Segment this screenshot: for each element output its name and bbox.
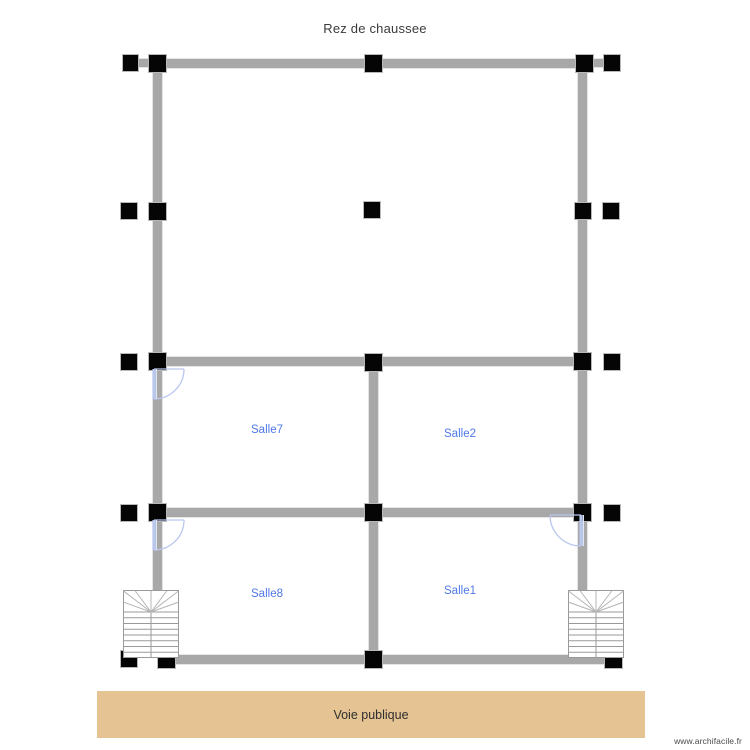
structural-column[interactable] xyxy=(148,352,167,371)
page-title: Rez de chaussee xyxy=(323,21,427,36)
wall-segment[interactable] xyxy=(166,655,606,664)
structural-column[interactable] xyxy=(573,352,592,371)
door-swing[interactable] xyxy=(547,512,585,549)
structural-column[interactable] xyxy=(148,54,167,73)
room-label[interactable]: Salle1 xyxy=(444,585,476,597)
structural-column[interactable] xyxy=(122,54,139,72)
structural-column[interactable] xyxy=(120,504,138,522)
door-swing[interactable] xyxy=(151,517,187,553)
wall-segment[interactable] xyxy=(592,59,605,67)
wall-segment[interactable] xyxy=(137,59,150,67)
structural-column[interactable] xyxy=(148,503,167,522)
room-label[interactable]: Salle8 xyxy=(251,588,283,600)
structural-column[interactable] xyxy=(364,503,383,522)
structural-column[interactable] xyxy=(120,353,138,371)
structural-column[interactable] xyxy=(603,353,621,371)
structural-column[interactable] xyxy=(602,202,620,220)
staircase[interactable] xyxy=(123,590,179,658)
public-road-banner: Voie publique xyxy=(97,691,645,738)
structural-column[interactable] xyxy=(363,201,381,219)
structural-column[interactable] xyxy=(575,54,594,73)
structural-column[interactable] xyxy=(120,202,138,220)
structural-column[interactable] xyxy=(148,202,167,221)
door-swing[interactable] xyxy=(151,366,187,402)
watermark-text: www.archifacile.fr xyxy=(674,736,742,746)
structural-column[interactable] xyxy=(364,54,383,73)
staircase[interactable] xyxy=(568,590,624,658)
structural-column[interactable] xyxy=(574,202,592,220)
structural-column[interactable] xyxy=(364,650,383,669)
structural-column[interactable] xyxy=(364,353,383,372)
room-label[interactable]: Salle7 xyxy=(251,424,283,436)
public-road-label: Voie publique xyxy=(333,707,409,722)
structural-column[interactable] xyxy=(603,504,621,522)
structural-column[interactable] xyxy=(603,54,621,72)
room-label[interactable]: Salle2 xyxy=(444,428,476,440)
